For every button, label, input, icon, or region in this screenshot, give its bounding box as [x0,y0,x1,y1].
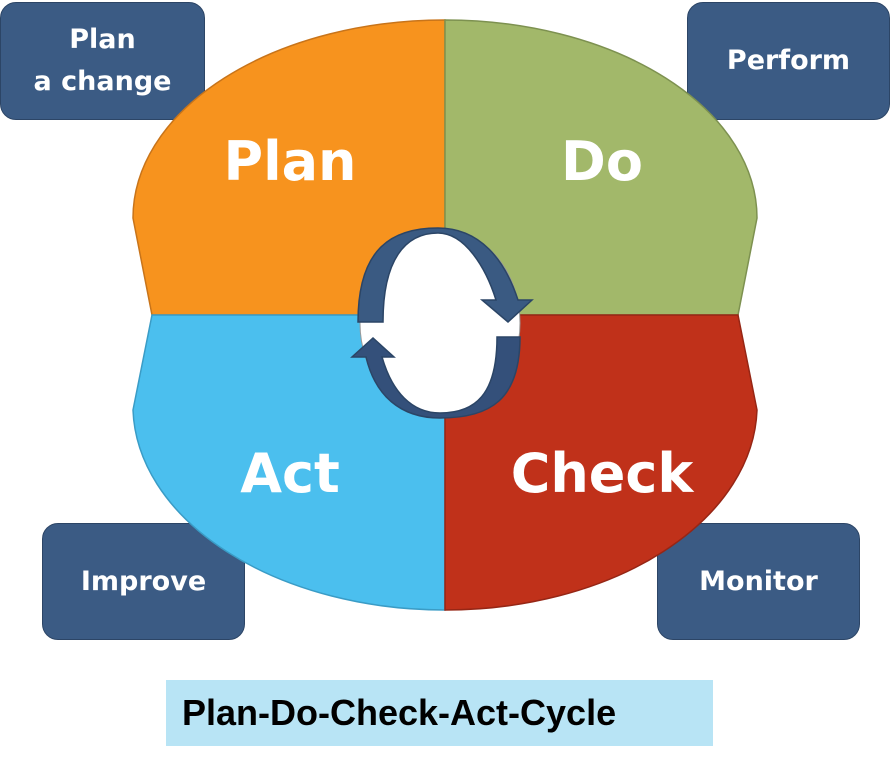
plan-box-line2: a change [33,66,172,97]
cycle-arrows-icon [350,227,534,419]
title-text: Plan-Do-Check-Act-Cycle [182,692,617,733]
plan-a-change-box: Plan a change [0,2,205,120]
improve-label: Improve [80,565,207,597]
do-label: Do [561,130,643,193]
monitor-label: Monitor [699,565,818,597]
monitor-box: Monitor [657,523,860,640]
diagram-title: Plan-Do-Check-Act-Cycle [166,680,713,746]
plan-label: Plan [224,130,357,193]
do-quadrant [444,19,758,316]
check-quadrant [444,314,758,611]
perform-label: Perform [726,45,851,77]
check-label: Check [511,442,695,505]
act-label: Act [240,442,340,505]
plan-box-line1: Plan [69,24,136,56]
act-quadrant [132,314,446,611]
improve-box: Improve [42,523,245,640]
plan-quadrant [132,19,446,316]
